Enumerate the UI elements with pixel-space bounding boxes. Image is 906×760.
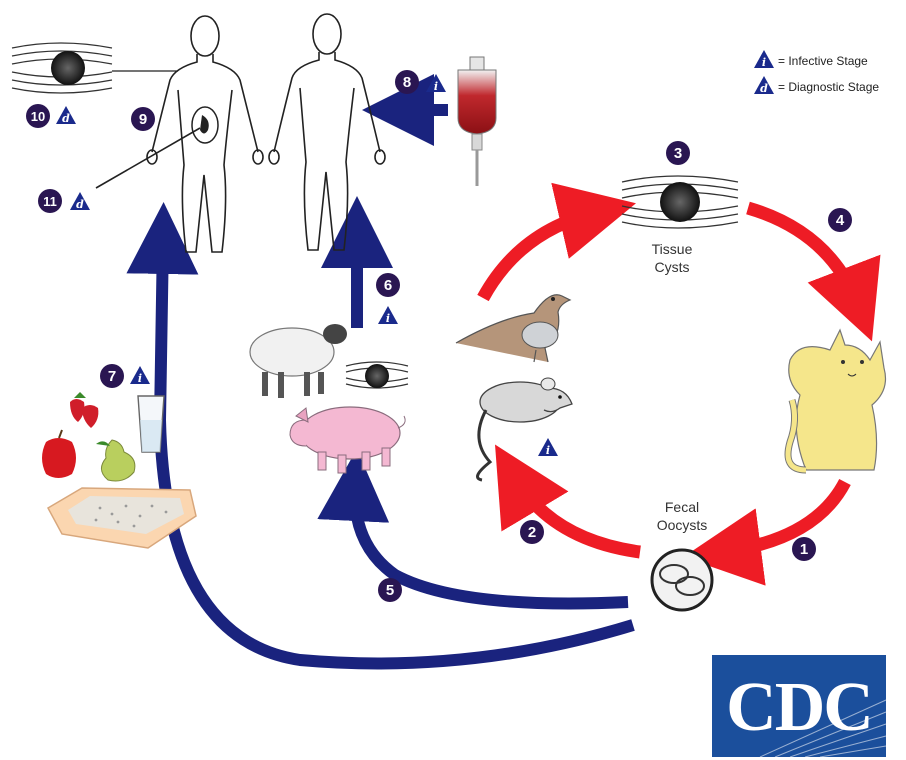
legend: i = Infective Stage d = Diagnostic Stage: [754, 50, 879, 95]
water-glass-icon: [138, 396, 164, 452]
infective-stage-marker-step-7: i: [130, 366, 150, 385]
uterus-fetus-icon: [192, 107, 218, 143]
fecal-oocysts-label-line1: Fecal: [665, 499, 699, 515]
svg-text:i: i: [434, 80, 438, 93]
legend-diagnostic: d = Diagnostic Stage: [754, 76, 879, 95]
step-badge-11: 11: [38, 189, 62, 213]
strawberries-icon: [70, 392, 98, 428]
svg-text:d: d: [760, 82, 768, 95]
legend-infective-label: = Infective Stage: [778, 54, 868, 68]
diagnostic-stage-marker-step-10: d: [56, 106, 76, 125]
svg-text:2: 2: [528, 524, 536, 541]
human-figure-right: [269, 14, 385, 250]
svg-text:10: 10: [31, 109, 45, 124]
infective-stage-marker-step-8: i: [426, 74, 446, 93]
tissue-cysts-label-line1: Tissue: [652, 241, 693, 257]
fecal-oocyst-icon: [652, 550, 712, 610]
pig-icon: [290, 407, 405, 473]
step-badge-5: 5: [378, 578, 402, 602]
svg-text:5: 5: [386, 582, 394, 599]
infective-stage-marker-mouse: i: [538, 438, 558, 457]
svg-text:d: d: [76, 198, 84, 211]
sheep-icon: [250, 324, 347, 398]
blood-transfusion-bag-icon: [458, 57, 496, 186]
svg-text:11: 11: [43, 194, 57, 209]
pear-icon: [96, 440, 135, 481]
cdc-logo: CDC: [712, 655, 886, 757]
fecal-oocysts-label-line2: Oocysts: [657, 517, 708, 533]
tissue-cyst-muscle-cycle: [622, 176, 738, 228]
svg-text:9: 9: [139, 111, 147, 128]
svg-text:8: 8: [403, 74, 411, 91]
svg-text:i: i: [138, 372, 142, 385]
legend-diagnostic-label: = Diagnostic Stage: [778, 80, 879, 94]
tissue-cyst-meat: [346, 362, 408, 388]
arrow-to-tissue-cysts: [483, 212, 598, 298]
mouse-icon: [478, 378, 573, 480]
svg-text:i: i: [762, 56, 766, 69]
svg-text:4: 4: [836, 212, 845, 229]
step-badge-8: 8: [395, 70, 419, 94]
legend-infective: i = Infective Stage: [754, 50, 868, 69]
step-badge-7: 7: [100, 364, 124, 388]
svg-text:i: i: [546, 444, 550, 457]
step-badge-3: 3: [666, 141, 690, 165]
infective-stage-marker-step-6: i: [378, 306, 398, 325]
cat-icon: [788, 330, 886, 470]
svg-text:7: 7: [108, 368, 116, 385]
pointer-line-step-11: [96, 128, 200, 188]
step-badge-1: 1: [792, 537, 816, 561]
svg-text:d: d: [62, 112, 70, 125]
arrow-step-1: [722, 482, 845, 552]
svg-text:6: 6: [384, 277, 392, 294]
svg-text:3: 3: [674, 145, 682, 162]
cdc-logo-text: CDC: [726, 669, 872, 746]
apple-icon: [42, 430, 76, 478]
bird-icon: [456, 295, 570, 362]
step-badge-4: 4: [828, 208, 852, 232]
step-badge-6: 6: [376, 273, 400, 297]
svg-text:i: i: [386, 312, 390, 325]
svg-text:1: 1: [800, 541, 808, 558]
step-badge-10: 10: [26, 104, 50, 128]
step-badge-9: 9: [131, 107, 155, 131]
tissue-cyst-muscle-left: [12, 43, 178, 93]
diagnostic-stage-marker-step-11: d: [70, 192, 90, 211]
step-badge-2: 2: [520, 520, 544, 544]
tissue-cysts-label-line2: Cysts: [655, 259, 690, 275]
